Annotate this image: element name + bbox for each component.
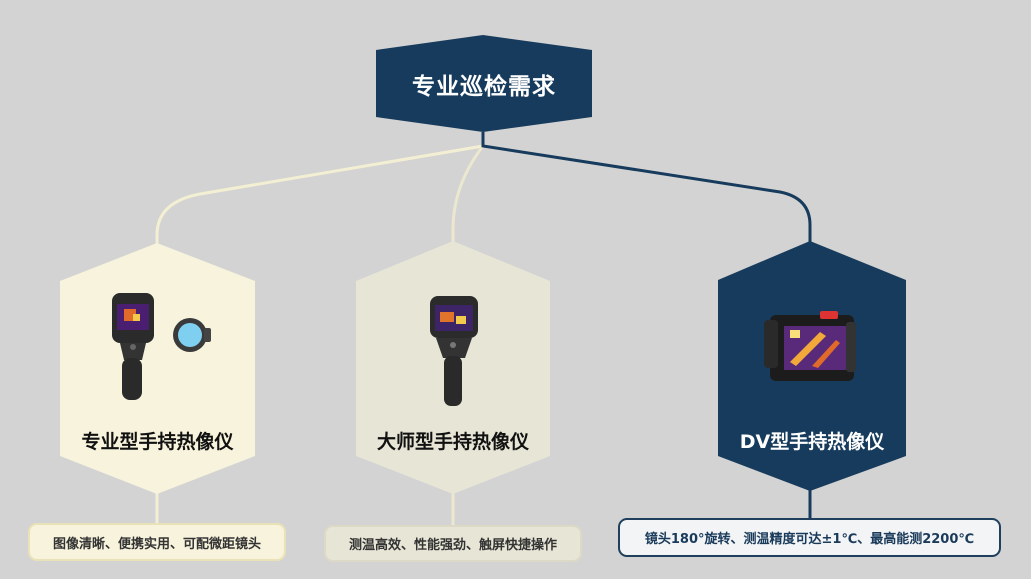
node-3-label: DV型手持热像仪 bbox=[739, 430, 885, 453]
node-1-shape bbox=[60, 243, 255, 494]
node-1-description: 图像清晰、便携实用、可配微距镜头 bbox=[28, 523, 286, 561]
root-node-label: 专业巡检需求 bbox=[412, 74, 556, 100]
root-node-shape bbox=[376, 35, 592, 132]
connector-node-2 bbox=[451, 145, 485, 244]
product-image-1 bbox=[112, 293, 211, 400]
node-2-label: 大师型手持热像仪 bbox=[376, 430, 529, 453]
connector-node-3 bbox=[481, 132, 812, 242]
node-1-label: 专业型手持热像仪 bbox=[81, 430, 234, 453]
node-3-description: 镜头180°旋转、测温精度可达±1℃、最高能测2200℃ bbox=[618, 518, 1001, 557]
node-2-description: 测温高效、性能强劲、触屏快捷操作 bbox=[324, 525, 582, 562]
connector-node-1 bbox=[155, 144, 484, 250]
product-image-2 bbox=[430, 296, 478, 406]
product-image-3 bbox=[764, 311, 856, 381]
